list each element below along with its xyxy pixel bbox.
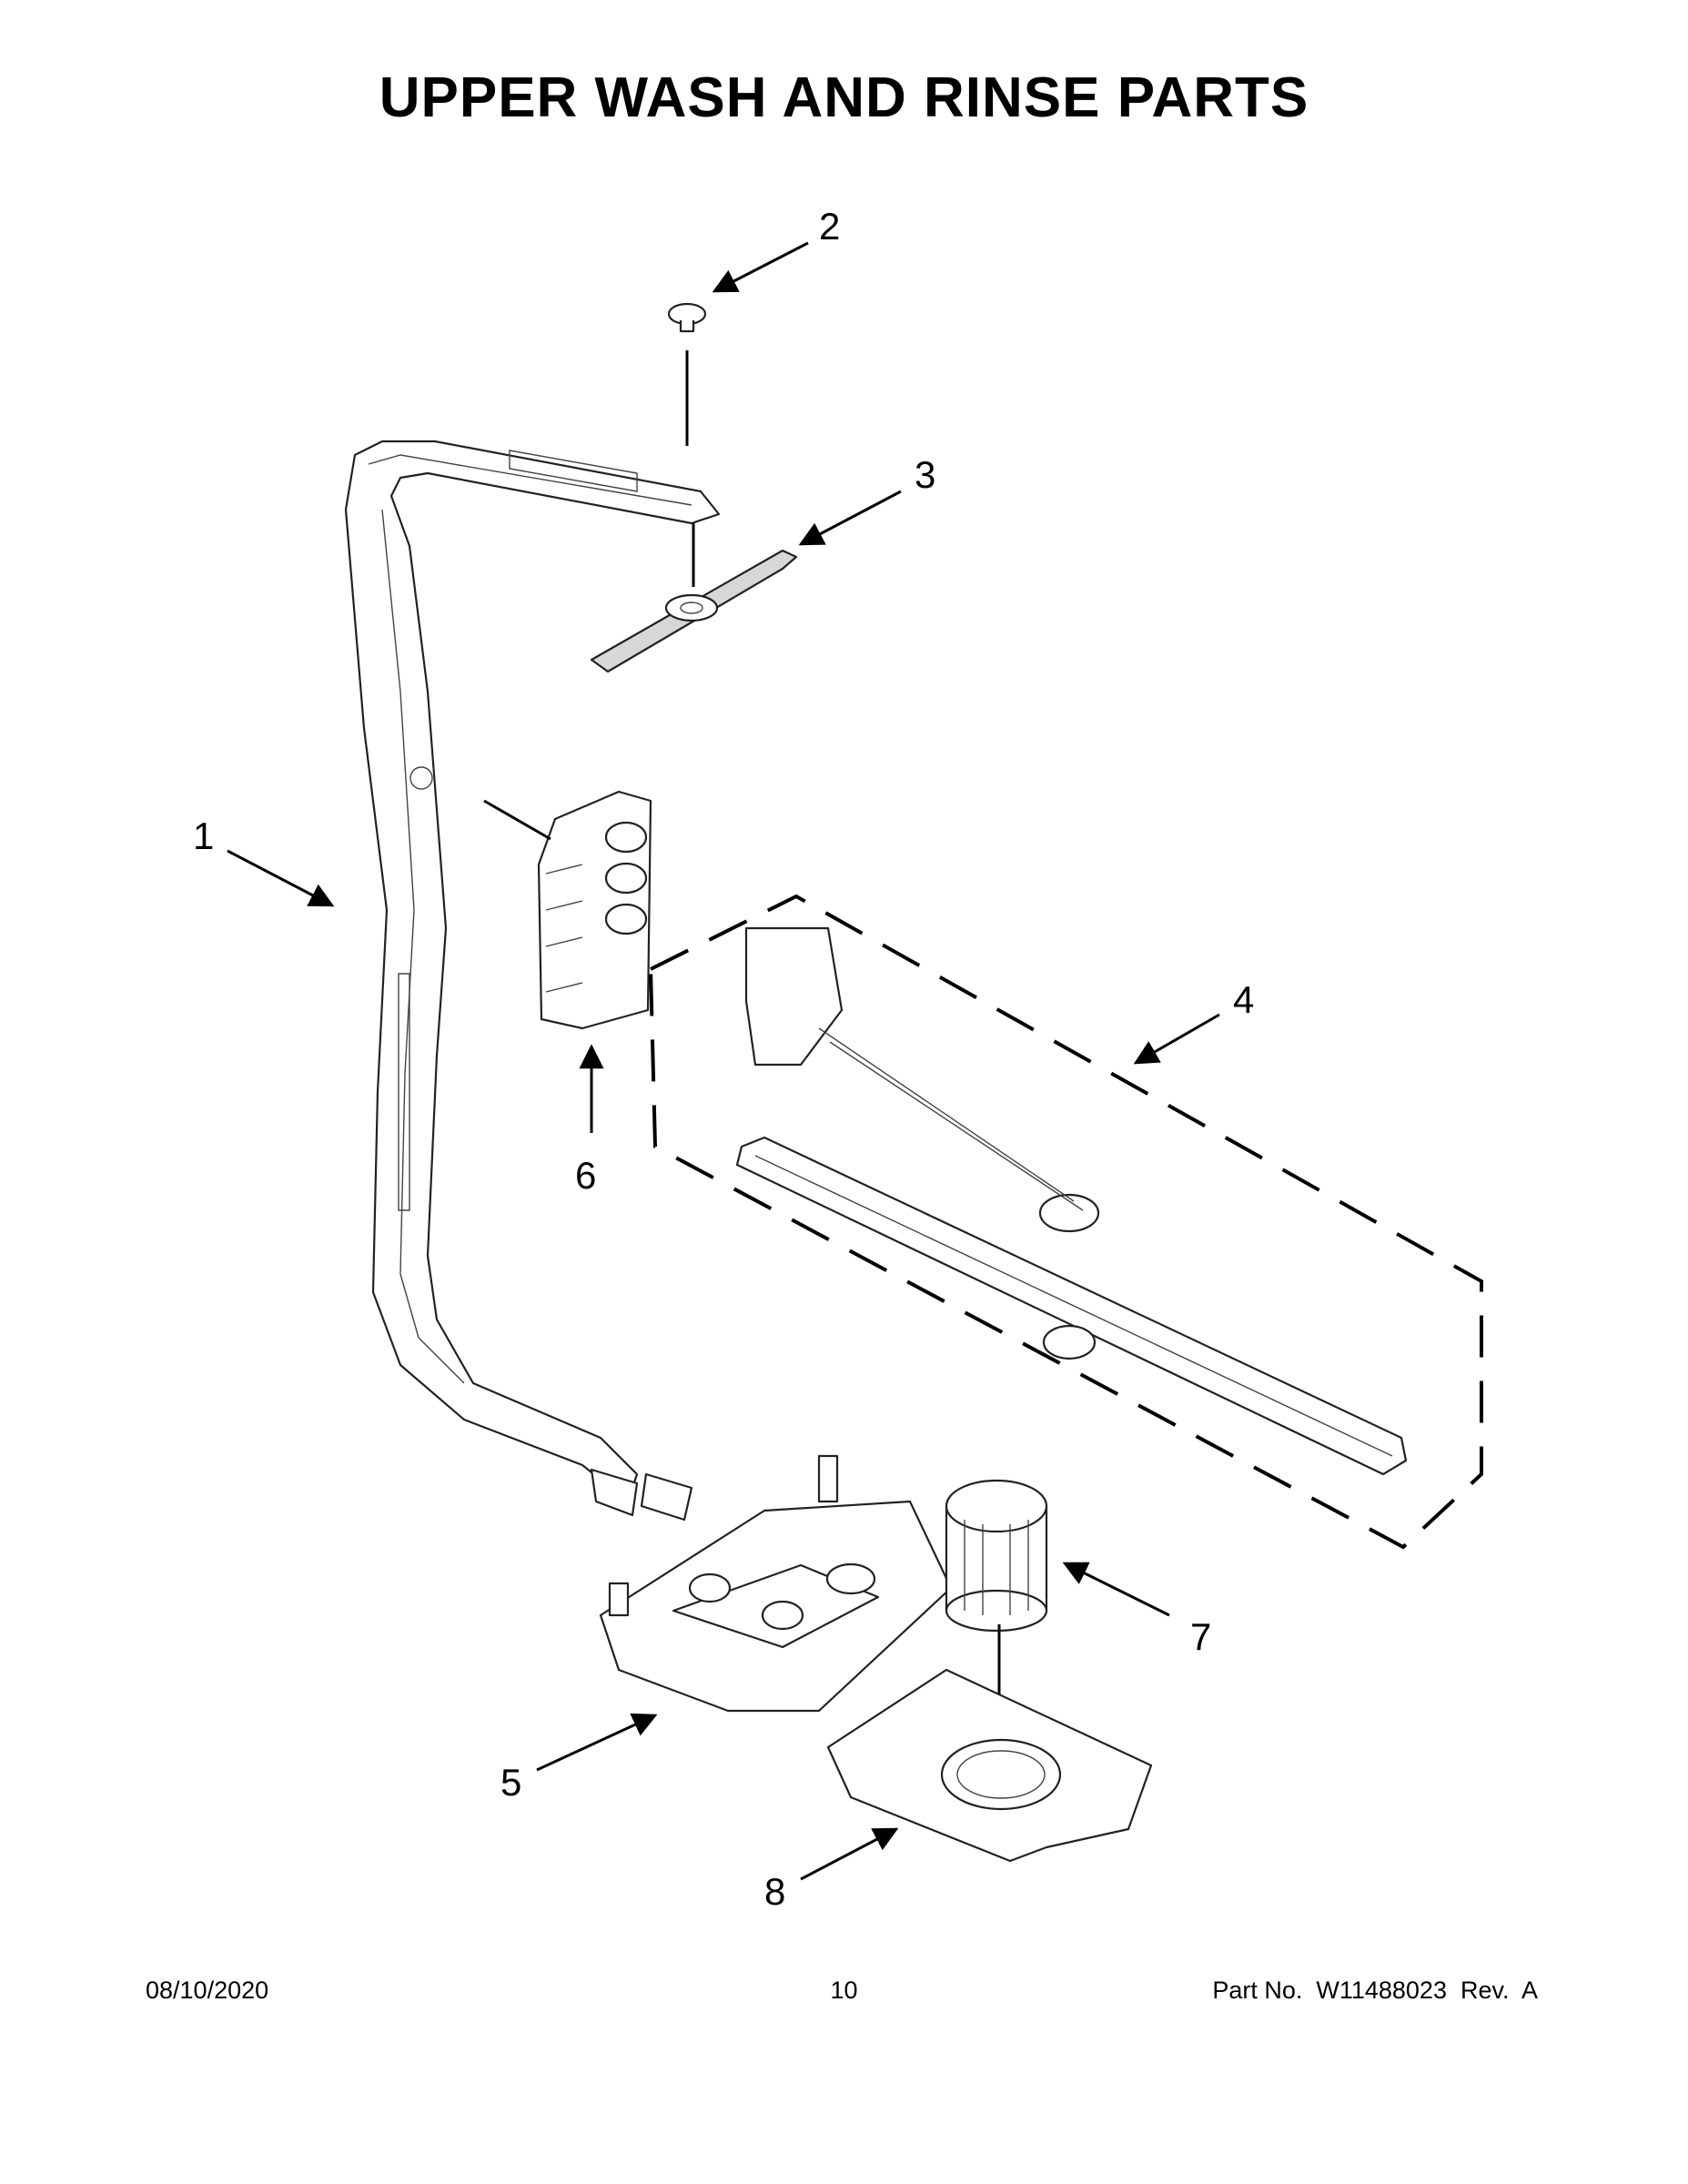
part-1-supply-tube[interactable] [344,440,721,1522]
callout-7-arrow [1062,1562,1170,1617]
callout-5: 5 [500,1761,522,1804]
callout-2-arrow [712,241,809,293]
part-5-manifold[interactable] [599,1454,953,1713]
footer-page-number: 10 [830,1977,858,2004]
callout-3: 3 [915,453,936,496]
part-8-filter-plate[interactable] [826,1668,1153,1863]
part-4-assembly-boundary [648,894,1483,1550]
callout-3-arrow [798,490,902,546]
part-7-filter[interactable] [945,1479,1048,1633]
callout-2: 2 [819,205,841,248]
part-6-alignment-line [483,799,551,841]
page-title: UPPER WASH AND RINSE PARTS [379,66,1309,129]
footer-date: 08/10/2020 [146,1977,269,2004]
callout-5-arrow [536,1713,658,1772]
footer-part-number: Part No. W11488023 Rev. A [1212,1977,1538,2004]
part-6-diverter[interactable] [537,790,652,1030]
callout-4-arrow [1133,1013,1220,1065]
callout-1: 1 [193,814,215,857]
callout-7: 7 [1190,1615,1212,1658]
part-2-cap[interactable] [667,302,707,333]
callout-8: 8 [764,1870,786,1913]
callout-4: 4 [1233,978,1255,1021]
part-3-upper-spray-arm[interactable] [590,549,798,673]
callout-8-arrow [800,1827,899,1881]
callout-1-arrow [227,849,335,907]
callout-6: 6 [575,1154,597,1197]
part-4-lower-spray-arm[interactable] [735,926,1408,1476]
